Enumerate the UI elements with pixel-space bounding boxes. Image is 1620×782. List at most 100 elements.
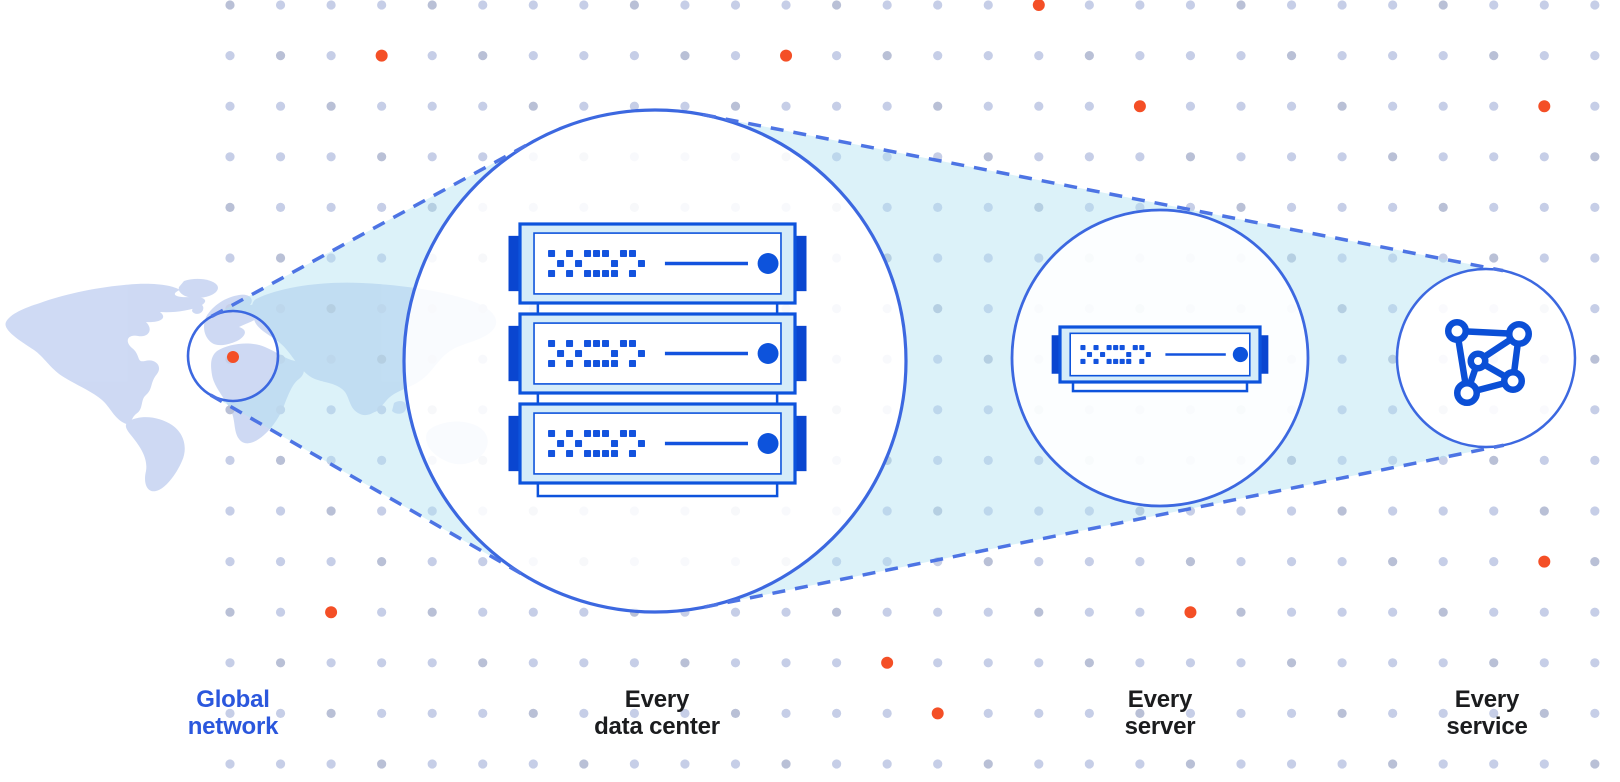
grid-dot (1135, 51, 1145, 61)
server-power-dot (1232, 346, 1248, 363)
grid-dot (478, 0, 488, 10)
grid-dot (478, 557, 488, 567)
grid-dot (629, 51, 640, 61)
grid-dot (933, 405, 943, 415)
indicator-square (1119, 344, 1125, 351)
grid-dot (680, 0, 690, 10)
indicator-square (593, 270, 601, 278)
grid-dot (1084, 658, 1094, 668)
grid-dot (1236, 0, 1246, 10)
grid-dot (1590, 708, 1600, 719)
grid-dot (427, 152, 437, 162)
grid-dot (275, 304, 286, 314)
grid-dot (1438, 607, 1448, 617)
grid-dot (1388, 506, 1398, 516)
grid-dot (1590, 101, 1600, 111)
indicator-square (548, 339, 556, 347)
grid-dot (933, 455, 943, 465)
indicator-square (610, 349, 619, 358)
grid-dot (1388, 0, 1398, 10)
indicator-square (1113, 358, 1119, 365)
indicator-square (566, 339, 574, 347)
grid-dot (1185, 152, 1196, 162)
grid-dot (1539, 455, 1549, 465)
grid-dot (1135, 152, 1145, 162)
grid-dot (983, 51, 993, 61)
grid-dot (1236, 607, 1246, 617)
grid-dot (1388, 405, 1398, 415)
grid-dot (1388, 51, 1398, 61)
grid-dot (1286, 0, 1297, 10)
grid-dot (377, 557, 387, 567)
grid-dot (326, 253, 336, 263)
grid-dot (933, 0, 943, 10)
grid-dot (1034, 253, 1044, 263)
grid-dot (1539, 152, 1549, 162)
grid-dot (1236, 202, 1246, 212)
grid-dot (528, 51, 538, 61)
indicator-square (575, 439, 583, 448)
grid-dot (1337, 253, 1347, 263)
grid-dot (832, 51, 842, 61)
grid-dot (983, 658, 993, 668)
grid-dot (478, 708, 488, 719)
grid-dot (1539, 202, 1549, 212)
grid-dot (579, 658, 589, 668)
grid-dot (225, 607, 235, 617)
grid-dot (377, 0, 387, 10)
grid-dot (1034, 101, 1044, 111)
orange-dot (881, 656, 894, 669)
grid-dot (326, 51, 336, 61)
indicator-square (637, 349, 645, 358)
label-line: data center (594, 713, 720, 740)
grid-dot (1135, 0, 1145, 10)
grid-dot (528, 0, 538, 10)
indicator-square (566, 249, 574, 257)
indicator-square (566, 360, 574, 368)
grid-dot (1286, 506, 1297, 516)
graph-node (1454, 380, 1480, 406)
grid-dot (275, 607, 286, 617)
indicator-square (1113, 344, 1119, 351)
grid-dot (882, 51, 892, 61)
grid-dot (629, 759, 640, 769)
indicator-square (593, 360, 601, 368)
grid-dot (1438, 506, 1448, 516)
grid-dot (427, 51, 437, 61)
indicator-square (557, 439, 565, 448)
grid-dot (1286, 607, 1297, 617)
grid-dot (427, 708, 437, 719)
grid-dot (680, 101, 690, 111)
grid-dot (377, 708, 387, 719)
grid-dot (730, 759, 741, 769)
graph-node (1467, 350, 1489, 372)
grid-dot (225, 557, 235, 567)
grid-dot (377, 455, 387, 465)
grid-dot (983, 759, 993, 769)
grid-dot (730, 708, 741, 719)
grid-dot (730, 607, 741, 617)
server-unit (508, 312, 807, 395)
grid-dot (1539, 607, 1549, 617)
grid-dot (1539, 506, 1549, 516)
grid-dot (326, 557, 336, 567)
grid-dot (1590, 455, 1600, 465)
grid-dot (933, 101, 943, 111)
grid-dot (680, 51, 690, 61)
grid-dot (1590, 405, 1600, 415)
grid-dot (377, 506, 387, 516)
grid-dot (377, 759, 387, 769)
grid-dot (275, 253, 286, 263)
indicator-square (566, 429, 574, 437)
grid-dot (1489, 0, 1499, 10)
grid-dot (933, 253, 943, 263)
grid-dot (730, 658, 741, 668)
grid-dot (1337, 51, 1347, 61)
indicator-square (610, 259, 619, 268)
indicator-square (610, 439, 619, 448)
orange-dot (1133, 100, 1146, 113)
grid-dot (427, 658, 437, 668)
indicator-square (593, 339, 601, 347)
